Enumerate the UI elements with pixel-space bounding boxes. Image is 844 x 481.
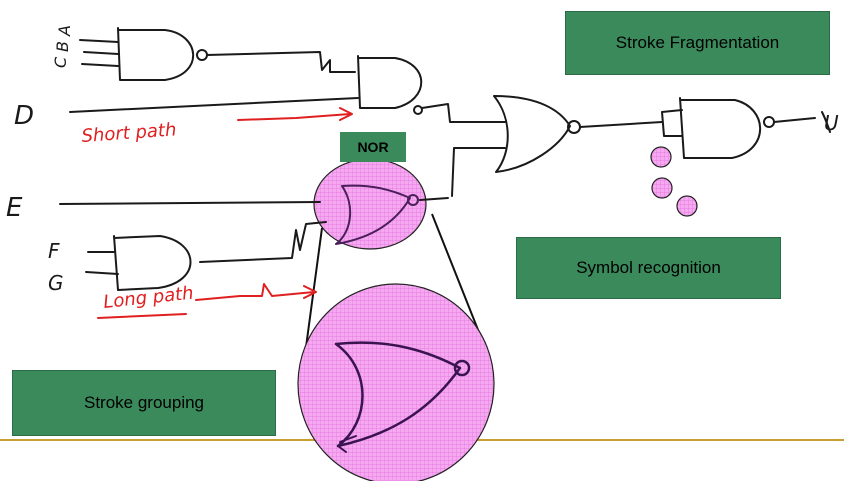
stroke-fragmentation-box: Stroke Fragmentation xyxy=(565,11,830,75)
wire xyxy=(579,121,663,128)
wire xyxy=(421,103,506,123)
gate-1-inputs xyxy=(79,39,119,67)
nand-gate-final-bubble xyxy=(763,116,775,128)
symbol-recognition-box: Symbol recognition xyxy=(516,237,781,299)
nand-gate-final xyxy=(679,97,761,159)
nor-label-box: NOR xyxy=(340,132,406,162)
nor-gate-small-bubble xyxy=(407,194,419,206)
wire xyxy=(661,109,683,137)
nand-gate-2 xyxy=(357,55,423,109)
long-path-underline xyxy=(97,313,187,319)
input-label-f: F xyxy=(48,239,60,263)
nor-gate-main xyxy=(493,95,571,173)
wire-output xyxy=(773,111,831,133)
gate-fg-inputs xyxy=(85,251,119,275)
wire xyxy=(199,221,327,263)
long-path-label: Long path xyxy=(102,283,194,313)
stroke-grouping-box: Stroke grouping xyxy=(12,370,276,436)
wire-d xyxy=(69,97,359,113)
zoom-line-left xyxy=(303,227,323,363)
fragment-dot xyxy=(651,177,673,199)
wire xyxy=(451,147,506,197)
input-label-g: G xyxy=(48,271,64,295)
nor-label: NOR xyxy=(357,139,389,155)
nand-gate-1 xyxy=(117,27,195,81)
short-path-label: Short path xyxy=(81,119,177,147)
input-label-e: E xyxy=(6,193,23,223)
long-path-arrow xyxy=(195,283,317,301)
short-path-arrow xyxy=(237,107,353,121)
input-label-d: D xyxy=(14,101,34,131)
fragment-dot xyxy=(676,195,698,217)
nor-gate-zoomed-bubble xyxy=(453,359,471,377)
nand-gate-1-bubble xyxy=(196,49,208,61)
input-label-a: A xyxy=(55,25,74,37)
wire-e xyxy=(59,197,449,205)
nor-gate-zoomed xyxy=(334,341,462,448)
nor-gate-zoomed-tail xyxy=(337,435,357,453)
stroke-grouping-label: Stroke grouping xyxy=(83,393,205,412)
fragment-dot xyxy=(650,146,672,168)
nor-gate-small xyxy=(335,184,411,245)
input-label-b: B xyxy=(53,41,72,52)
nand-gate-2-bubble xyxy=(413,105,423,115)
and-gate-fg xyxy=(113,235,192,291)
wire xyxy=(206,51,356,73)
stroke-fragmentation-label: Stroke Fragmentation xyxy=(615,33,780,52)
input-label-c: C xyxy=(51,56,70,68)
symbol-recognition-label: Symbol recognition xyxy=(576,258,721,277)
output-label-u: U xyxy=(824,111,839,135)
zoom-circle xyxy=(297,283,495,481)
